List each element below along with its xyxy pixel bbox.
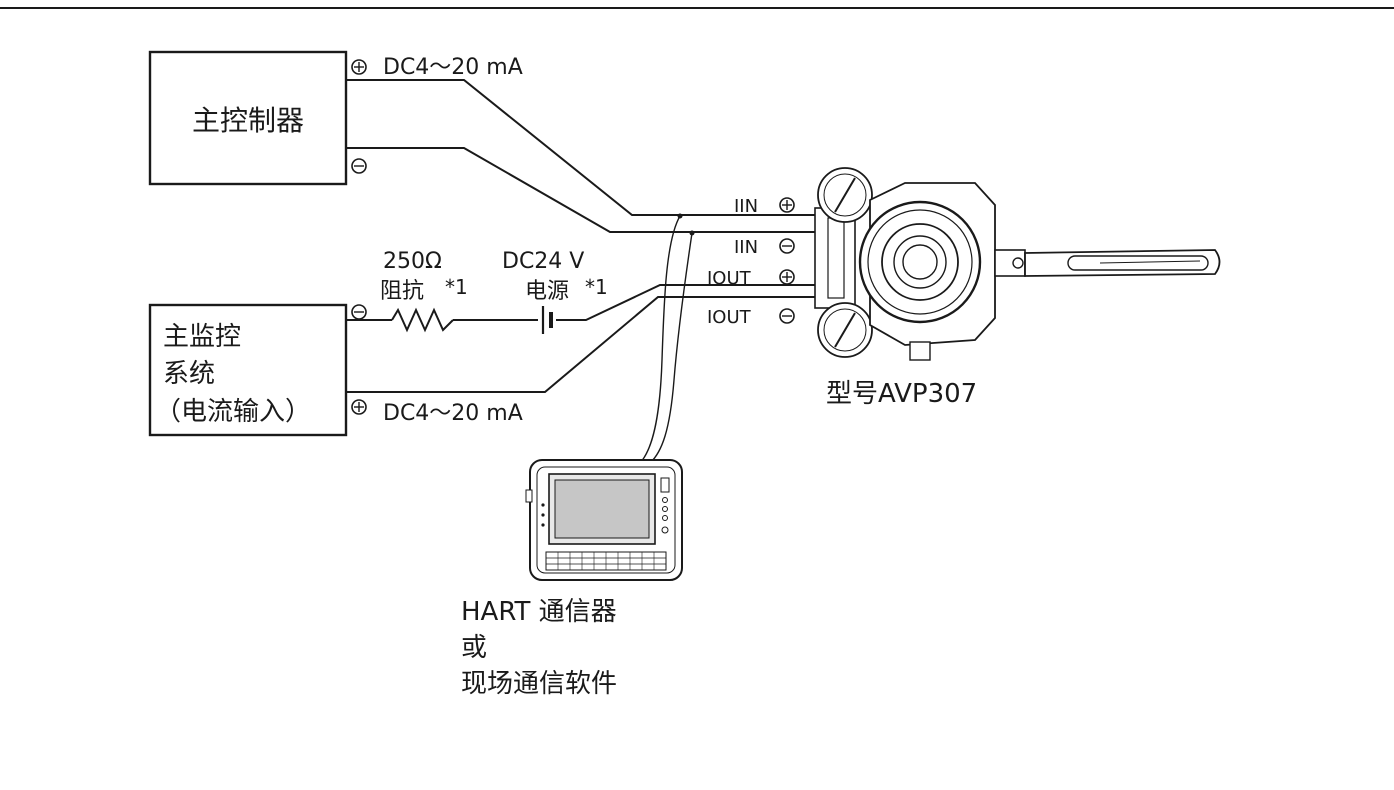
minus-marker-master <box>351 158 367 174</box>
terminal-iin-plus-marker <box>779 197 795 213</box>
hart-cable-2 <box>649 232 693 464</box>
hart-label-line3: 现场通信软件 <box>461 669 617 699</box>
hart-clip-1 <box>677 213 683 219</box>
signal-label-bottom: DC4～20 mA <box>383 401 523 426</box>
power-supply-note: *1 <box>585 275 608 299</box>
hart-communicator <box>525 459 683 581</box>
hart-clip-2 <box>689 230 695 236</box>
box-polarity-markers <box>351 59 367 415</box>
positioner-device <box>814 167 1221 361</box>
master-controller-box <box>148 50 348 186</box>
terminal-iout-plus-marker <box>779 269 795 285</box>
plus-marker-master <box>351 59 367 75</box>
signal-label-top: DC4～20 mA <box>383 55 523 80</box>
terminal-polarity-markers <box>779 197 795 324</box>
device-cover <box>858 200 982 324</box>
minus-marker-monitor <box>351 304 367 320</box>
terminal-iin-plus-label: IIN <box>734 196 758 217</box>
hart-label-line1: HART 通信器 <box>461 597 617 627</box>
master-controller: 主控制器 <box>148 50 348 186</box>
monitoring-system: 主监控 系统 （电流输入） <box>148 303 348 437</box>
resistor-note: *1 <box>445 275 468 299</box>
monitoring-system-line1: 主监控 <box>163 322 241 352</box>
power-supply-name: 电源 <box>525 279 569 304</box>
wire-iout-minus <box>346 296 815 393</box>
wires <box>346 79 815 393</box>
terminal-iin-minus-marker <box>779 238 795 254</box>
terminal-iout-plus-label: IOUT <box>707 268 752 289</box>
hart-label-line2: 或 <box>461 633 487 663</box>
monitoring-system-line2: 系统 <box>163 359 215 389</box>
power-supply-value: DC24 V <box>502 249 584 274</box>
monitoring-system-line3: （电流输入） <box>155 397 311 427</box>
terminal-iout-minus-marker <box>779 308 795 324</box>
device-model-label: 型号AVP307 <box>826 379 977 409</box>
wire-iin-minus <box>346 147 815 233</box>
battery-symbol <box>541 306 553 334</box>
resistor-symbol <box>391 307 454 333</box>
resistor-value: 250Ω <box>383 249 442 274</box>
terminal-iin-minus-label: IIN <box>734 237 758 258</box>
master-controller-label: 主控制器 <box>192 104 304 137</box>
hart-cable-1 <box>639 215 681 464</box>
plus-marker-monitor <box>351 399 367 415</box>
monitoring-system-box <box>148 303 348 437</box>
wire-iin-plus <box>346 79 815 216</box>
terminal-iout-minus-label: IOUT <box>707 307 752 328</box>
resistor-name: 阻抗 <box>380 279 424 304</box>
wire-iout-plus <box>556 284 815 321</box>
